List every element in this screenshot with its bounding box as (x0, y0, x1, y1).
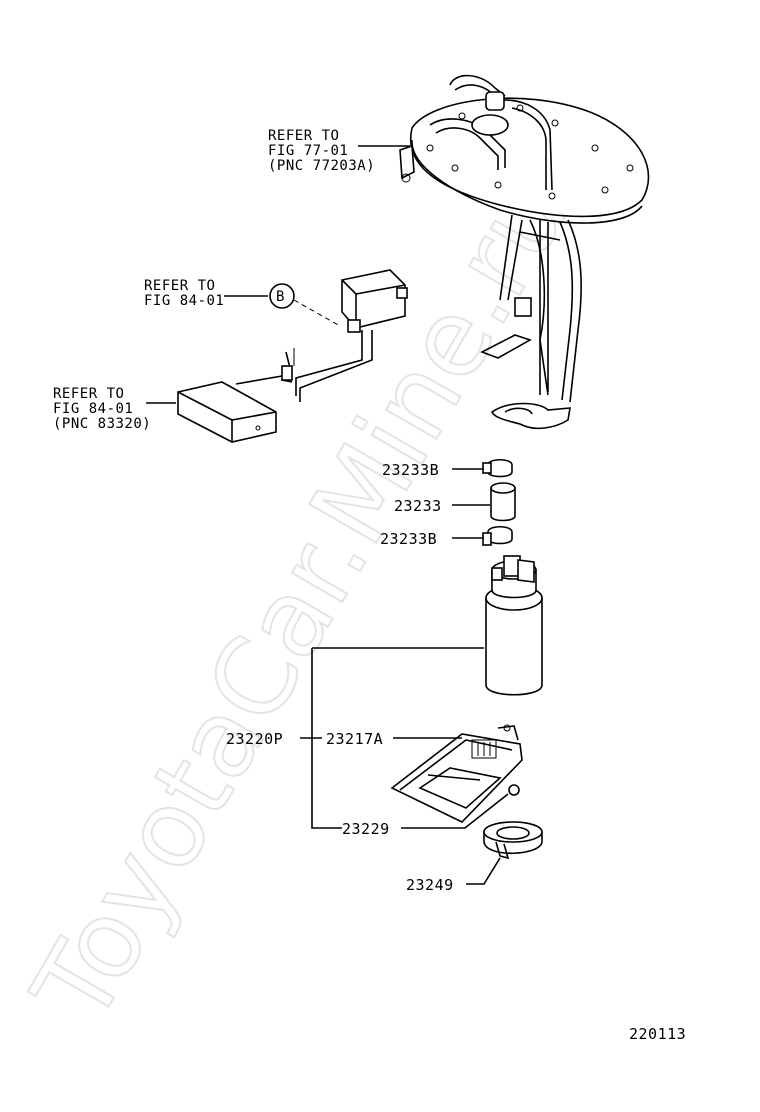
reference-marker-b: B (276, 289, 285, 305)
group-bracket-side (311, 648, 342, 829)
reference-marker-circle (269, 283, 295, 309)
part-23220p: 23220P (226, 730, 283, 748)
pump-cushion-ring (483, 821, 543, 860)
refer-top-line1: REFER TO (268, 128, 339, 144)
hose-clamp-upper (482, 458, 513, 478)
filter-clip (508, 784, 520, 796)
refer-top-line2: FIG 77-01 (268, 143, 348, 159)
part-23249-leader (466, 857, 501, 885)
hose-clamp-lower (482, 525, 513, 546)
refer-middle-line1: REFER TO (144, 278, 215, 294)
part-23229-leader (401, 793, 509, 829)
refer-top-line3: (PNC 77203A) (268, 158, 375, 174)
part-23233b-upper: 23233B (382, 461, 439, 479)
figure-number: 220113 (629, 1025, 686, 1043)
refer-middle-line2: FIG 84-01 (144, 293, 224, 309)
part-23233b-lower: 23233B (380, 530, 437, 548)
refer-left-line2: FIG 84-01 (53, 401, 133, 417)
refer-left-line1: REFER TO (53, 386, 124, 402)
part-23217a: 23217A (326, 730, 383, 748)
refer-left-line3: (PNC 83320) (53, 416, 151, 432)
fuel-pump-bracket-assembly (399, 74, 650, 430)
fuel-pump-filter (390, 724, 523, 823)
part-23229: 23229 (342, 820, 390, 838)
fuel-hose (490, 482, 516, 522)
part-23249: 23249 (406, 876, 454, 894)
marker-leader (293, 299, 341, 327)
fuel-pump (485, 555, 543, 696)
part-23233: 23233 (394, 497, 442, 515)
fuel-sender-gauge (177, 269, 408, 443)
